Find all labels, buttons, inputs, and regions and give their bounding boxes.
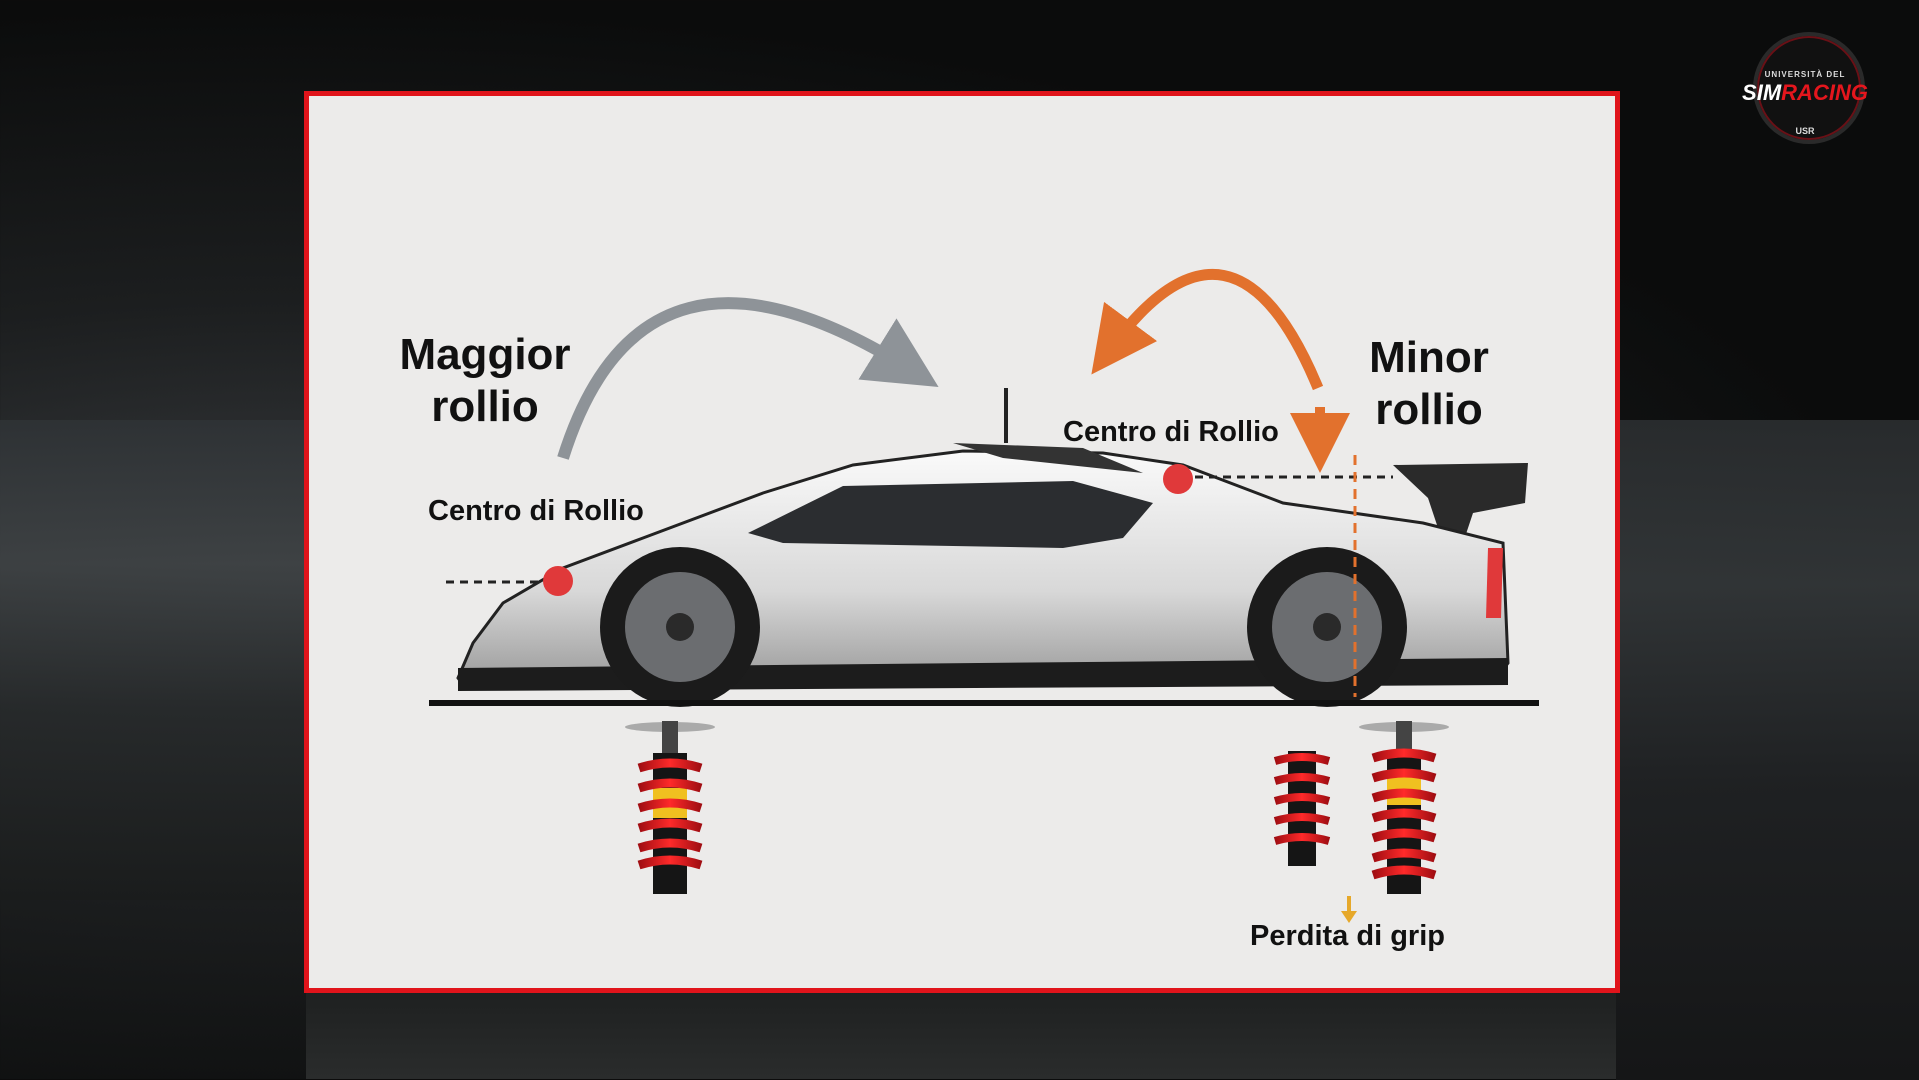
- car-window: [748, 481, 1153, 548]
- left-heading: Maggior rollio: [355, 329, 615, 433]
- grip-loss-label: Perdita di grip: [1250, 920, 1445, 952]
- gray-roll-arrow: [557, 297, 939, 460]
- rear-wheel: [1247, 547, 1407, 707]
- front-wheel: [600, 547, 760, 707]
- rear-wing: [1393, 463, 1528, 543]
- background-track-right: [1616, 420, 1919, 1080]
- front-roll-center-dot: [543, 566, 573, 596]
- left-heading-line1: Maggior: [399, 330, 571, 379]
- rear-roll-center-dot: [1163, 464, 1193, 494]
- background-track-left: [0, 420, 306, 900]
- roll-center-diagram-panel: Maggior rollio Minor rollio Centro di Ro…: [304, 91, 1620, 993]
- rear-light: [1486, 548, 1503, 618]
- car-roof: [953, 443, 1143, 473]
- logo-top-text: UNIVERSITÀ DEL: [1764, 70, 1846, 79]
- right-heading-line1: Minor: [1369, 333, 1489, 382]
- logo-ring: [1753, 32, 1865, 144]
- car-diagram: [429, 269, 1539, 923]
- logo-brand-racing: RACING: [1781, 80, 1868, 105]
- right-heading-line2: rollio: [1375, 385, 1483, 434]
- rear-soft-spring-icon: [1273, 751, 1331, 866]
- orange-roll-arrow: [1091, 269, 1324, 391]
- simracing-logo: UNIVERSITÀ DEL SIMRACING USR: [1735, 30, 1875, 145]
- logo-brand-sim: SIM: [1742, 80, 1782, 105]
- rear-stiff-spring-icon: [1359, 721, 1449, 894]
- front-spring-icon: [625, 721, 715, 894]
- grip-loss-arrow-head: [1341, 911, 1357, 923]
- background-track-bottom: [306, 989, 1616, 1079]
- left-heading-line2: rollio: [431, 382, 539, 431]
- logo-badge: USR: [1795, 126, 1815, 136]
- logo-brand: SIMRACING: [1735, 80, 1875, 106]
- right-roll-center-label: Centro di Rollio: [1063, 416, 1279, 448]
- right-heading: Minor rollio: [1299, 332, 1559, 436]
- left-roll-center-label: Centro di Rollio: [428, 495, 644, 527]
